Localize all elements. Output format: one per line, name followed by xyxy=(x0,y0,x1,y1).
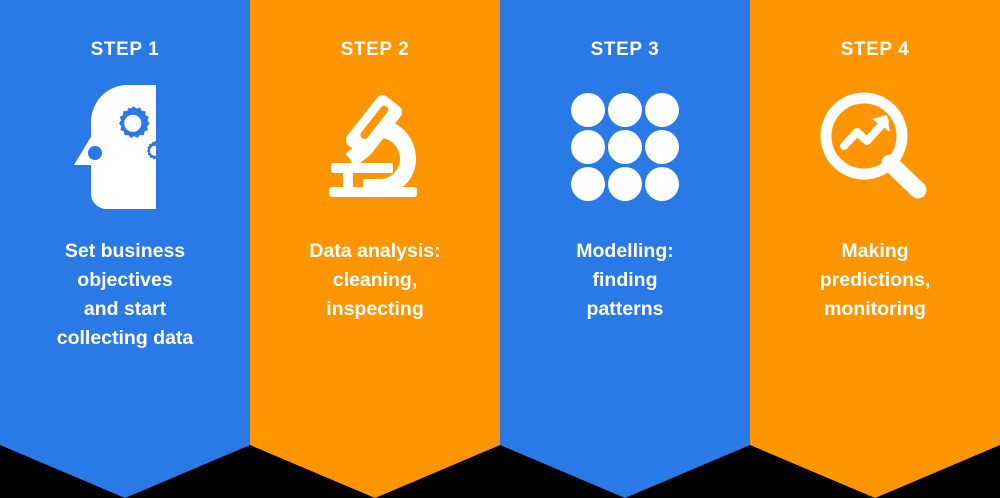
caption-line: collecting data xyxy=(56,326,194,349)
step-label-3: STEP 3 xyxy=(590,39,660,60)
magnifier-trend-icon xyxy=(750,87,1000,207)
caption-line: predictions, xyxy=(819,268,931,291)
microscope-icon xyxy=(250,87,500,207)
step-card-3[interactable]: STEP 3 Modelling: finding patterns xyxy=(500,0,750,498)
step-card-2[interactable]: STEP 2 xyxy=(250,0,500,498)
caption-line: Data analysis: xyxy=(309,240,441,262)
caption-line: Making xyxy=(841,240,909,262)
caption-line: and start xyxy=(83,297,167,320)
caption-line: patterns xyxy=(586,297,664,320)
step-card-4[interactable]: STEP 4 Making predictions, monitoring xyxy=(750,0,1000,498)
step-label-2: STEP 2 xyxy=(340,39,410,60)
step-label-1: STEP 1 xyxy=(90,39,160,60)
caption-line: objectives xyxy=(77,268,173,291)
caption-line: monitoring xyxy=(824,297,926,320)
caption-line: Modelling: xyxy=(576,240,674,262)
step-caption-2: Data analysis: cleaning, inspecting xyxy=(260,237,490,324)
step-caption-3: Modelling: finding patterns xyxy=(510,237,740,324)
step-caption-4: Making predictions, monitoring xyxy=(760,237,990,324)
dot-grid-icon xyxy=(500,87,750,207)
caption-line: Set business xyxy=(64,240,186,262)
step-card-1[interactable]: STEP 1 Set business objectives and start… xyxy=(0,0,250,498)
head-with-gears-icon xyxy=(0,85,250,209)
caption-line: inspecting xyxy=(326,297,424,320)
caption-line: cleaning, xyxy=(332,268,418,291)
step-caption-1: Set business objectives and start collec… xyxy=(10,237,240,352)
step-label-4: STEP 4 xyxy=(840,39,910,60)
caption-line: finding xyxy=(592,268,658,291)
